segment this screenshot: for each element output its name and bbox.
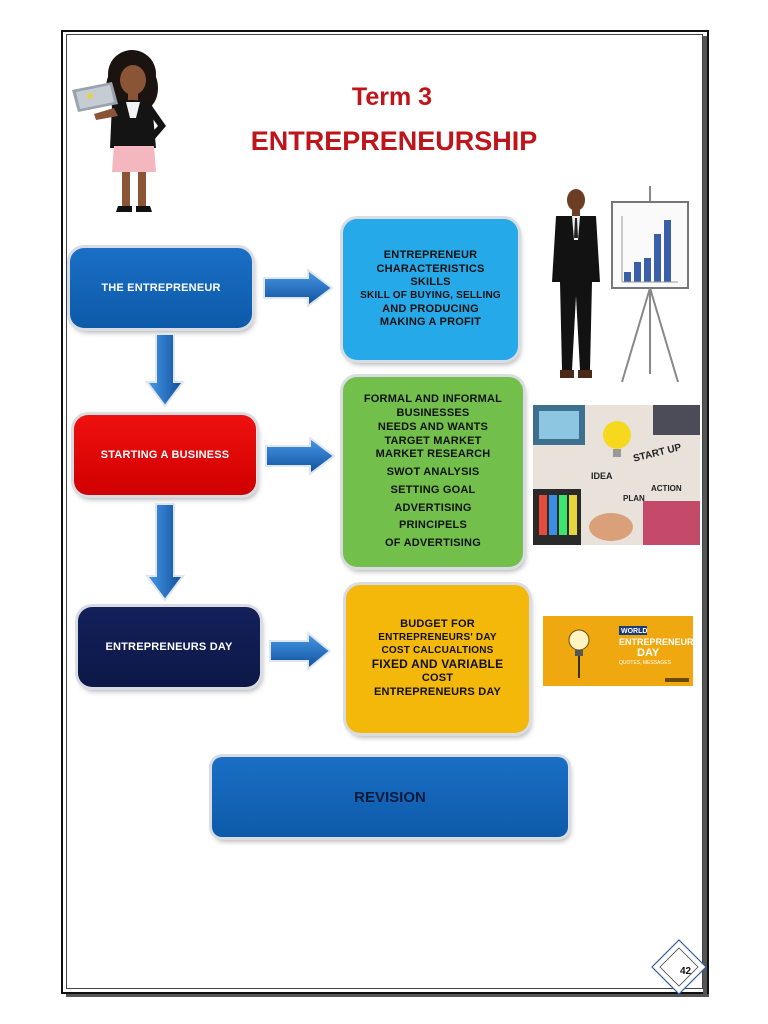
- topic-line: COST: [421, 672, 454, 685]
- page-border-inner: [66, 34, 703, 989]
- topic-line: FORMAL AND INFORMAL: [363, 393, 503, 406]
- entrepreneurs-day-banner-image: WORLD ENTREPRENEURS' DAY QUOTES, MESSAGE…: [543, 616, 693, 686]
- revision-box: REVISION: [212, 757, 568, 837]
- banner-title1-text: ENTREPRENEURS': [619, 637, 693, 647]
- topic-line: SETTING GOAL: [390, 483, 476, 496]
- business-topics-box: FORMAL AND INFORMAL BUSINESSES NEEDS AND…: [343, 377, 523, 567]
- subject-title: ENTREPRENEURSHIP: [250, 126, 538, 156]
- startup-plan-text: PLAN: [623, 494, 645, 503]
- businessman-with-chart-illustration: [552, 186, 689, 383]
- topic-line: SWOT ANALYSIS: [386, 466, 480, 478]
- term-title: Term 3: [351, 83, 433, 111]
- page-border-shadow-bottom: [66, 994, 709, 997]
- revision-label: REVISION: [354, 788, 426, 806]
- down-arrow-icon: [145, 503, 185, 602]
- topic-line: MAKING A PROFIT: [379, 316, 482, 329]
- page-border-shadow: [703, 36, 707, 996]
- banner-world-text: WORLD: [621, 628, 647, 635]
- the-entrepreneur-box: THE ENTREPRENEUR: [70, 248, 252, 328]
- topic-line: ENTREPRENEURS DAY: [373, 685, 502, 698]
- topic-line: OF ADVERTISING: [385, 537, 481, 549]
- startup-action-text: ACTION: [651, 484, 682, 493]
- banner-title2-text: DAY: [637, 647, 660, 659]
- topic-line: PRINCIPELS: [398, 519, 467, 532]
- page-number-diamond-icon: [651, 939, 707, 995]
- startup-collage-image: IDEA START UP ACTION PLAN: [533, 405, 700, 545]
- down-arrow-icon: [145, 333, 185, 408]
- topic-line: SKILL OF BUYING, SELLING: [360, 290, 501, 302]
- right-arrow-icon: [263, 268, 334, 308]
- topic-line: ENTREPRENEURS' DAY: [378, 632, 497, 644]
- topic-line: ADVERTISING: [394, 501, 472, 514]
- topic-line: BUSINESSES: [396, 407, 470, 419]
- topic-line: TARGET MARKET: [384, 434, 482, 447]
- entrepreneur-topics-box: ENTREPRENEUR CHARACTERISTICS SKILLS SKIL…: [343, 219, 518, 360]
- entrepreneurs-day-label: ENTREPRENEURS DAY: [105, 641, 233, 653]
- entrepreneurs-day-topics-box: BUDGET FOR ENTREPRENEURS' DAY COST CALCU…: [346, 585, 529, 733]
- topic-line: FIXED AND VARIABLE: [371, 657, 504, 672]
- topic-line: NEEDS AND WANTS: [377, 420, 489, 433]
- topic-line: ENTREPRENEUR: [383, 248, 478, 261]
- right-arrow-icon: [269, 631, 332, 671]
- starting-a-business-label: STARTING A BUSINESS: [100, 449, 230, 461]
- woman-with-laptop-illustration: [72, 50, 166, 212]
- topic-line: CHARACTERISTICS: [376, 262, 485, 275]
- banner-sub-text: QUOTES, MESSAGES: [619, 660, 672, 666]
- page-border-outer: [61, 30, 709, 994]
- topic-line: COST CALCUALTIONS: [381, 644, 494, 656]
- topic-line: MARKET RESEARCH: [375, 448, 491, 461]
- right-arrow-icon: [265, 436, 336, 476]
- topic-line: SKILLS: [410, 276, 451, 289]
- topic-line: AND PRODUCING: [382, 302, 479, 315]
- startup-idea-text: IDEA: [591, 471, 613, 481]
- page-number: 42: [680, 966, 692, 977]
- the-entrepreneur-label: THE ENTREPRENEUR: [101, 282, 221, 294]
- topic-line: BUDGET FOR: [400, 618, 475, 631]
- entrepreneurs-day-box: ENTREPRENEURS DAY: [78, 607, 260, 687]
- starting-a-business-box: STARTING A BUSINESS: [74, 415, 256, 495]
